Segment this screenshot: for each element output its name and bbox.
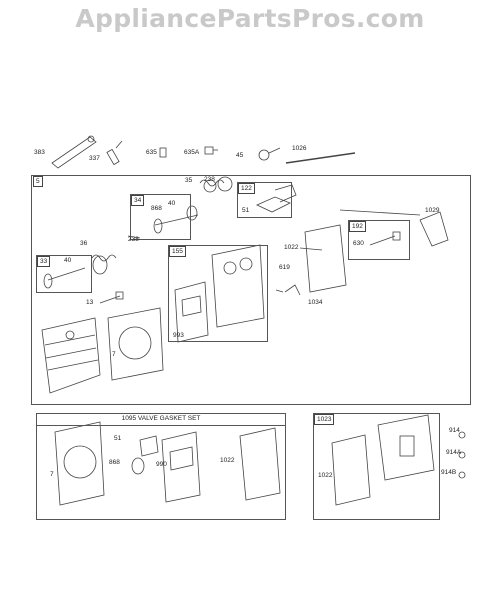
rocker-arm-part: [51, 135, 97, 169]
part-label-40-mid: 40: [64, 257, 72, 264]
valve-cover-gasket-part: [304, 224, 347, 293]
box-33-frame: [36, 255, 92, 293]
box-155-frame: [168, 245, 268, 342]
gasket-993-part: [174, 281, 209, 343]
gasket-set-label-51: 51: [114, 435, 122, 442]
cover-box-frame: [313, 413, 440, 520]
fitting-635-part: [159, 147, 167, 158]
retainer-40-part: [186, 205, 198, 221]
part-label-238-mid: 238: [128, 236, 139, 243]
fitting-635a-part: [204, 146, 218, 155]
part-label-36: 36: [80, 240, 88, 247]
part-label-635a: 635A: [184, 149, 200, 156]
part-label-868: 868: [151, 205, 162, 212]
spring-36-part: [91, 254, 117, 275]
part-label-7-main: 7: [112, 351, 116, 358]
part-label-35: 35: [185, 177, 193, 184]
main-assembly-index: 5: [33, 176, 43, 187]
box-33-tag: 33: [37, 256, 51, 267]
part-label-1026: 1026: [292, 145, 307, 152]
breather-45-part: [258, 147, 281, 161]
exhaust-valve-part: [43, 267, 86, 289]
intake-manifold-gasket-part: [211, 244, 265, 328]
gasket-set-label-1022: 1022: [220, 457, 235, 464]
part-label-1034: 1034: [308, 299, 323, 306]
screw-914a-part: [458, 451, 466, 459]
gasket-set-cover-gasket-part: [239, 427, 281, 501]
box-192-tag: 192: [349, 221, 366, 232]
part-label-45: 45: [236, 152, 244, 159]
part-label-635: 635: [146, 149, 157, 156]
gasket-set-title-bar: [36, 413, 286, 426]
gasket-set-label-868: 868: [109, 459, 120, 466]
part-label-51: 51: [242, 207, 250, 214]
breather-630-part: [369, 231, 401, 246]
valve-cover-part: [377, 414, 435, 481]
part-label-238-top: 238: [204, 176, 215, 183]
push-rod-part: [285, 152, 356, 164]
part-label-619: 619: [279, 264, 290, 271]
box-155-tag: 155: [169, 246, 186, 257]
part-label-1022-cover: 1022: [318, 472, 333, 479]
part-label-1022-main: 1022: [284, 244, 299, 251]
rocker-stud-bracket-part: [256, 184, 297, 213]
gasket-set-990-part: [161, 431, 201, 503]
valve-cover-1022-gasket-part: [331, 434, 371, 506]
watermark-logo-text: AppliancePartsPros.com: [75, 4, 425, 33]
part-label-993: 993: [173, 332, 184, 339]
box-122-tag: 122: [238, 183, 255, 194]
screw-914b-part: [458, 471, 466, 479]
bolt-13-part: [99, 291, 124, 304]
cover-box-index: 1023: [314, 414, 335, 425]
box-34-tag: 34: [131, 195, 145, 206]
part-label-383: 383: [34, 149, 45, 156]
clip-1034-part: [284, 284, 301, 296]
box-34-frame: [130, 194, 191, 240]
part-label-1029: 1029: [425, 207, 440, 214]
part-label-914: 914: [449, 427, 460, 434]
box-192-frame: [348, 220, 410, 260]
gasket-set-label-7: 7: [50, 471, 54, 478]
part-label-40-top: 40: [168, 200, 176, 207]
screw-914-part: [458, 431, 466, 439]
head-gasket-7-part: [107, 307, 164, 381]
gasket-set-title: 1095 VALVE GASKET SET: [121, 415, 201, 422]
part-label-914a: 914A: [446, 449, 462, 456]
gasket-set-plate-51-part: [139, 435, 159, 457]
part-label-337: 337: [89, 155, 100, 162]
cap-238-part: [217, 176, 233, 192]
spark-plug-part: [106, 140, 123, 166]
part-label-630: 630: [353, 240, 364, 247]
part-label-13: 13: [86, 299, 94, 306]
breather-tube-1029-part: [419, 211, 449, 247]
gasket-set-seal-868-part: [131, 457, 145, 475]
cylinder-head-part: [41, 317, 101, 394]
main-assembly-frame: [31, 175, 471, 405]
spring-35-part: [199, 179, 225, 193]
gasket-set-label-990: 990: [156, 461, 167, 468]
box-122-frame: [237, 182, 292, 218]
part-label-914b: 914B: [441, 469, 457, 476]
